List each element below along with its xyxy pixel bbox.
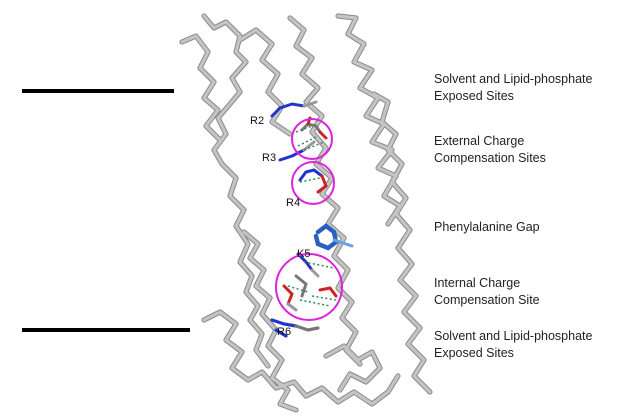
r2-side-chain: [270, 100, 318, 118]
residue-label-r6: R6: [277, 326, 292, 338]
label-solvent-exposed-top: Solvent and Lipid-phosphate Exposed Site…: [434, 72, 593, 103]
r4-side-chain: [298, 168, 328, 194]
label-internal-charge-site: Internal Charge Compensation Site: [434, 276, 540, 307]
hydrogen-bonds: [287, 125, 337, 307]
label-solvent-exposed-bottom: Solvent and Lipid-phosphate Exposed Site…: [434, 329, 593, 360]
residue-label-r4: R4: [286, 197, 301, 209]
r6-side-chain: [270, 318, 320, 338]
phenylalanine-side-chain: [313, 223, 354, 251]
label-external-charge-sites: External Charge Compensation Sites: [434, 134, 546, 165]
residue-label-r3: R3: [262, 152, 277, 164]
r3-side-chain: [278, 140, 316, 162]
membrane-boundary-top: [22, 89, 174, 93]
residue-label-k5: K5: [297, 248, 311, 260]
internal-site-circle: [275, 253, 343, 321]
internal-site-residues: [282, 274, 338, 312]
label-phenylalanine-gap: Phenylalanine Gap: [434, 220, 540, 234]
external-site-circle-lower: [291, 161, 335, 205]
membrane-boundary-bottom: [22, 328, 190, 332]
residue-label-r2: R2: [250, 115, 265, 127]
external-site-circle-upper: [291, 118, 333, 160]
